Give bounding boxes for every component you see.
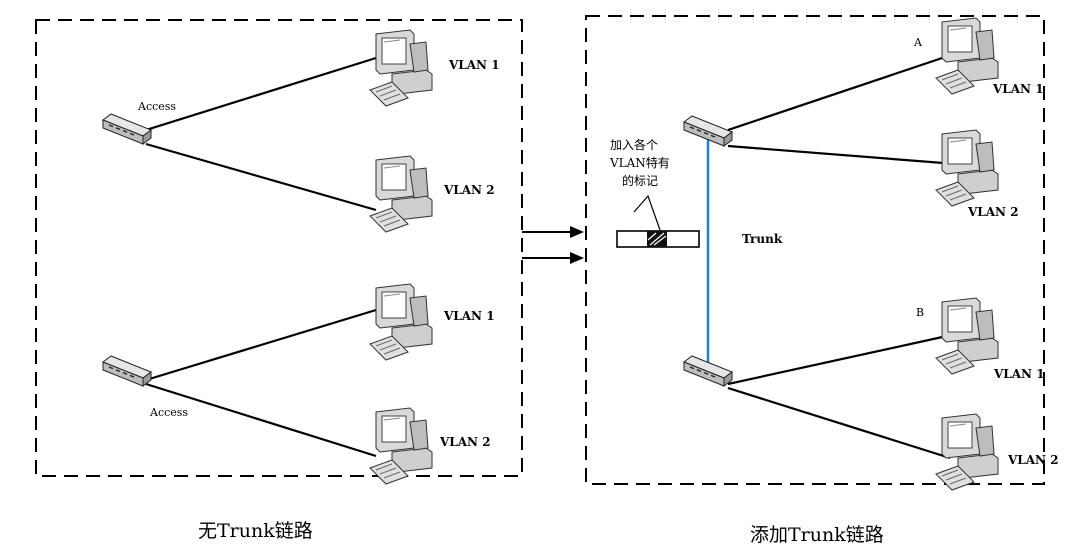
vlan-label: VLAN 2 — [439, 435, 491, 449]
vlan-label: VLAN 2 — [967, 205, 1019, 219]
vlan-label: VLAN 1 — [992, 82, 1044, 96]
computer-icon — [935, 17, 999, 95]
tag-note-line: 加入各个 — [610, 137, 658, 152]
tag-note-line: VLAN特有 — [609, 155, 670, 170]
transition-arrows — [522, 226, 584, 264]
computer-icon — [369, 283, 433, 361]
computer-icon — [369, 29, 433, 107]
switch-label: Access — [149, 406, 188, 419]
vlan-label: VLAN 1 — [993, 367, 1045, 381]
vlan-label: VLAN 1 — [443, 309, 495, 323]
right-links — [727, 50, 961, 460]
access-switch-icon — [102, 355, 152, 387]
vlan-label: VLAN 2 — [1007, 453, 1059, 467]
right-caption: 添加Trunk链路 — [750, 524, 884, 546]
computer-icon — [935, 297, 999, 375]
vlan-label: VLAN 2 — [443, 183, 495, 197]
marker-b: B — [916, 306, 924, 319]
left-dashed-frame — [35, 19, 523, 477]
marker-a: A — [913, 36, 923, 49]
computer-icon — [369, 407, 433, 485]
trunk-label: Trunk — [742, 232, 783, 246]
computer-icon — [935, 129, 999, 207]
left-links — [145, 56, 377, 458]
right-dashed-frame — [585, 15, 1045, 485]
vlan-label: VLAN 1 — [448, 58, 500, 72]
computer-icon — [369, 155, 433, 233]
tag-note-line: 的标记 — [622, 173, 658, 188]
computer-icon — [935, 413, 999, 491]
switch-label: Access — [137, 100, 176, 113]
tagged-frame-icon — [616, 230, 700, 248]
access-switch-icon — [102, 113, 152, 145]
tag-callout — [633, 194, 661, 231]
left-caption: 无Trunk链路 — [198, 520, 313, 542]
